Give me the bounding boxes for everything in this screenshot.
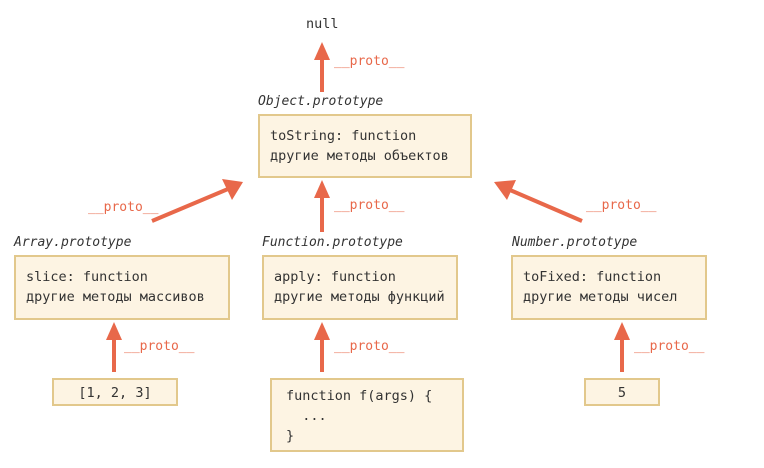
function-instance-line-1: function f(args) { <box>286 388 433 404</box>
array-instance-text: [1, 2, 3] <box>78 385 152 401</box>
arrow-function-instance-to-function-proto <box>314 322 330 372</box>
arrow-array-to-object <box>151 179 243 223</box>
array-prototype-box: slice: function другие методы массивов <box>14 255 230 320</box>
function-instance-line-2: ... <box>286 408 327 424</box>
proto-label-number-instance: __proto__ <box>634 339 705 354</box>
function-instance-box: function f(args) { ... } <box>270 378 464 452</box>
arrow-number-instance-to-number-proto <box>614 322 630 372</box>
number-prototype-line-2: другие методы чисел <box>523 289 678 305</box>
array-prototype-line-1: slice: function <box>26 269 148 285</box>
arrow-array-instance-to-array-proto <box>106 322 122 372</box>
function-prototype-box: apply: function другие методы функций <box>262 255 458 320</box>
object-prototype-box: toString: function другие методы объекто… <box>258 114 472 178</box>
array-prototype-line-2: другие методы массивов <box>26 289 205 305</box>
arrow-number-to-object <box>494 180 583 223</box>
number-prototype-title: Number.prototype <box>512 235 638 250</box>
arrow-object-to-null <box>314 42 330 92</box>
arrow-function-to-object <box>314 180 330 232</box>
object-prototype-line-2: другие методы объектов <box>270 148 449 164</box>
null-label: null <box>306 16 339 32</box>
proto-label-number: __proto__ <box>586 198 657 213</box>
array-instance-box: [1, 2, 3] <box>52 378 178 406</box>
object-prototype-line-1: toString: function <box>270 128 417 144</box>
number-instance-text: 5 <box>617 385 627 401</box>
function-prototype-line-1: apply: function <box>274 269 396 285</box>
proto-label-object-null: __proto__ <box>334 54 405 69</box>
number-prototype-box: toFixed: function другие методы чисел <box>511 255 707 320</box>
number-instance-box: 5 <box>584 378 660 406</box>
number-prototype-line-1: toFixed: function <box>523 269 662 285</box>
proto-label-array: __proto__ <box>88 200 159 215</box>
proto-label-function: __proto__ <box>334 198 405 213</box>
proto-label-array-instance: __proto__ <box>124 339 195 354</box>
object-prototype-title: Object.prototype <box>258 94 384 109</box>
function-prototype-title: Function.prototype <box>262 235 403 250</box>
function-prototype-line-2: другие методы функций <box>274 289 445 305</box>
proto-label-function-instance: __proto__ <box>334 339 405 354</box>
array-prototype-title: Array.prototype <box>14 235 132 250</box>
function-instance-line-3: } <box>286 428 295 444</box>
